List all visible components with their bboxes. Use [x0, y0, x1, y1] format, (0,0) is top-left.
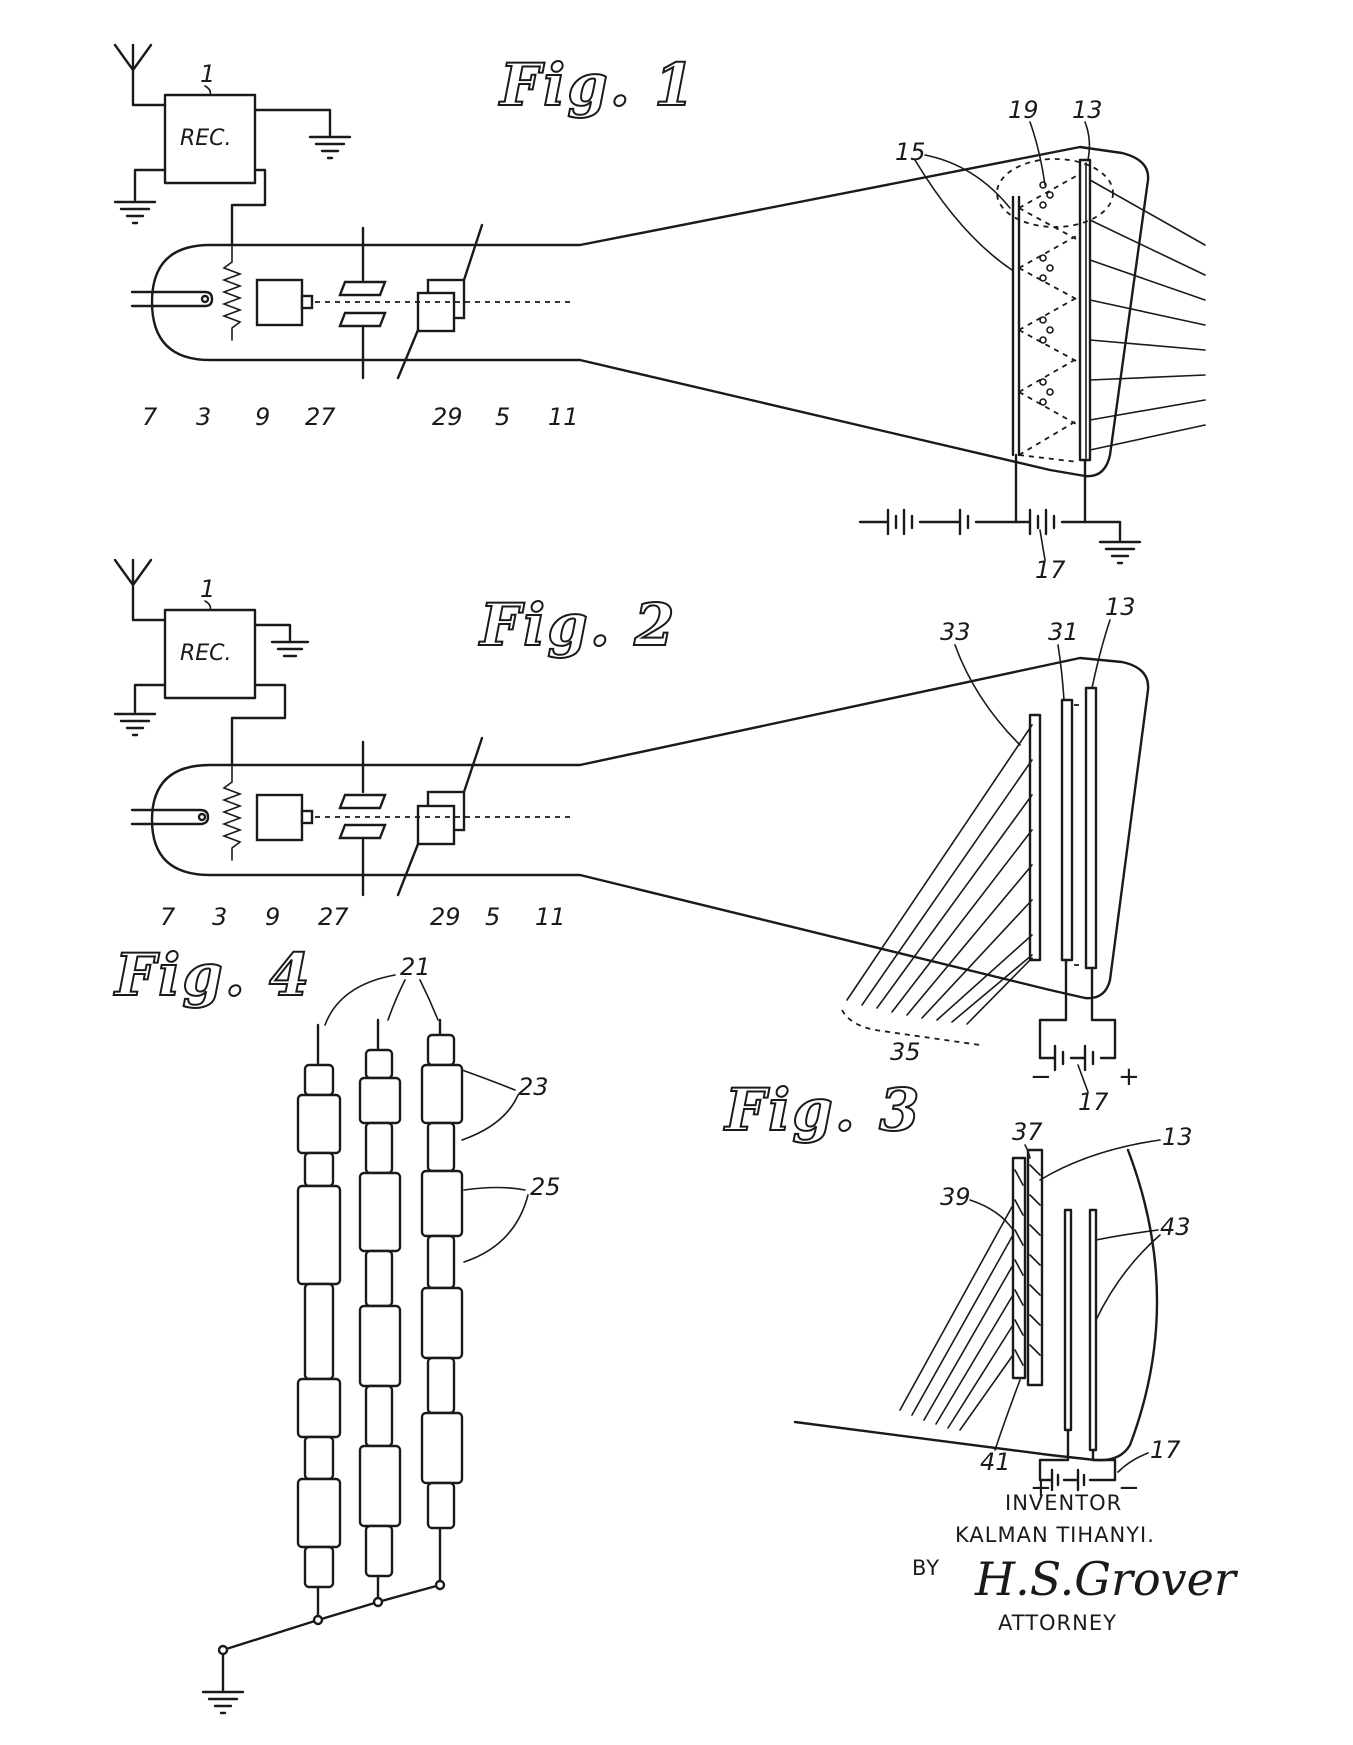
fig4-ref-23: 23	[518, 1073, 549, 1101]
fig2-ref-33: 33	[940, 618, 971, 646]
fig2-ref-3: 3	[212, 903, 227, 931]
fig4-column-3	[422, 1020, 462, 1585]
fig4-ref-25: 25	[530, 1173, 561, 1201]
fig3-title: Fig. 3	[723, 1076, 922, 1144]
figure-3: Fig. 3 + − 37 13 39 43 41 17	[723, 1076, 1193, 1503]
fig2-ref-1: 1	[200, 575, 215, 603]
fig4-column-2	[360, 1020, 400, 1602]
by-label: BY	[912, 1556, 940, 1580]
fig1-battery-icon	[860, 510, 1120, 540]
signature-block: INVENTOR KALMAN TIHANYI. BY H.S.Grover A…	[912, 1491, 1239, 1635]
fig4-ref-21: 21	[400, 953, 431, 981]
inventor-name: KALMAN TIHANYI.	[955, 1523, 1155, 1547]
fig1-ref-9: 9	[255, 403, 270, 431]
fig3-electrode-43b	[1090, 1210, 1096, 1450]
fig3-ref-39: 39	[940, 1183, 971, 1211]
fig1-ref-3: 3	[196, 403, 211, 431]
fig2-ref-5: 5	[485, 903, 500, 931]
fig2-ref-13: 13	[1105, 593, 1136, 621]
figure-2: Fig. 2 REC. 1	[115, 560, 1148, 1116]
fig1-antenna-icon	[115, 45, 165, 105]
fig2-light-rays	[847, 725, 1032, 1024]
fig3-light-rays	[900, 1205, 1013, 1430]
fig2-ref-27: 27	[318, 903, 349, 931]
fig3-ref-43: 43	[1160, 1213, 1191, 1241]
fig1-ref-7: 7	[142, 403, 158, 431]
fig1-ref-13: 13	[1072, 96, 1103, 124]
figure-1: Fig. 1 REC. 1	[115, 45, 1205, 584]
fig1-ground-icon-left	[115, 202, 155, 223]
fig4-column-1	[298, 1025, 340, 1620]
fig2-ref-31: 31	[1048, 618, 1079, 646]
fig2-ref-17: 17	[1078, 1088, 1109, 1116]
fig1-ref-5: 5	[495, 403, 510, 431]
fig3-ref-37: 37	[1012, 1118, 1043, 1146]
fig2-plate-33	[1030, 715, 1040, 960]
fig2-ground-icon-left	[115, 714, 155, 735]
fig2-receiver-label: REC.	[180, 641, 232, 666]
fig2-ref-35: 35	[890, 1038, 921, 1066]
fig4-ground-icon	[203, 1692, 243, 1713]
fig2-plate-13	[1086, 688, 1096, 968]
fig2-ref-9: 9	[265, 903, 280, 931]
fig1-output-leads	[1090, 180, 1205, 450]
fig2-ground-icon-right	[272, 642, 308, 656]
figure-4: Fig. 4 21	[113, 941, 561, 1713]
fig2-antenna-icon	[115, 560, 165, 620]
fig1-title: Fig. 1	[498, 51, 697, 119]
fig1-emission-cones	[1019, 175, 1078, 462]
fig3-ref-41: 41	[980, 1448, 1011, 1476]
fig1-ground-icon-right	[310, 137, 350, 158]
fig1-ref-15: 15	[895, 138, 926, 166]
fig1-ref-19: 19	[1008, 96, 1039, 124]
fig3-ref-13: 13	[1162, 1123, 1193, 1151]
attorney-signature: H.S.Grover	[974, 1552, 1239, 1606]
fig3-ref-17: 17	[1150, 1436, 1181, 1464]
fig2-plus-sign: +	[1118, 1062, 1140, 1092]
fig1-ground-icon-battery	[1100, 542, 1140, 563]
fig2-ref-7: 7	[160, 903, 176, 931]
fig1-ref-11: 11	[548, 403, 579, 431]
fig1-ref-17: 17	[1035, 556, 1066, 584]
inventor-label: INVENTOR	[1005, 1491, 1122, 1515]
fig1-ref-1: 1	[200, 60, 215, 88]
fig2-plate-31	[1062, 700, 1072, 960]
fig2-title: Fig. 2	[478, 591, 677, 659]
fig2-ref-29: 29	[430, 903, 461, 931]
fig1-ref-29: 29	[432, 403, 463, 431]
fig3-electrode-43a	[1065, 1210, 1071, 1430]
fig2-minus-sign: −	[1030, 1062, 1052, 1092]
fig2-ref-11: 11	[535, 903, 566, 931]
fig1-receiver-label: REC.	[180, 126, 232, 151]
fig1-ref-27: 27	[305, 403, 336, 431]
attorney-label: ATTORNEY	[998, 1611, 1117, 1635]
fig4-title: Fig. 4	[113, 941, 312, 1009]
